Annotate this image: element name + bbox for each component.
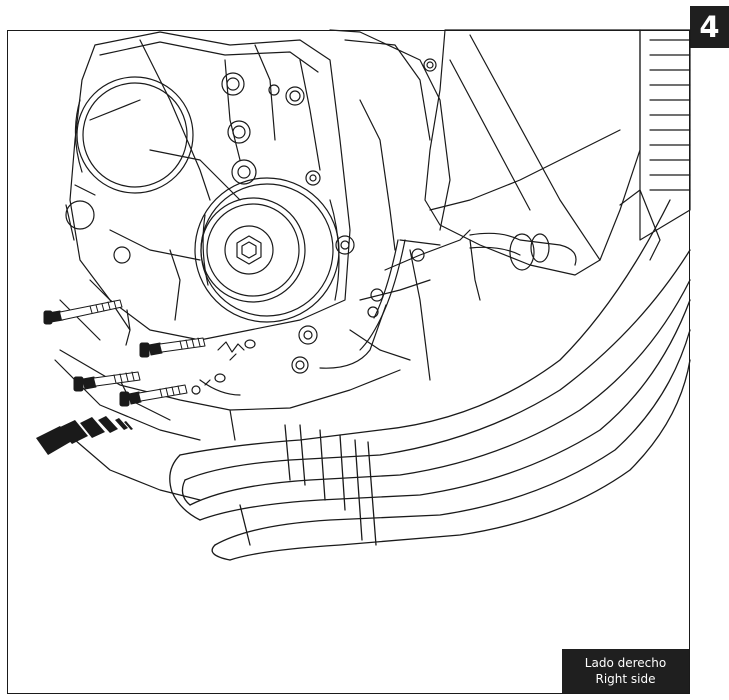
coolant-hose	[469, 232, 577, 271]
side-label: Lado derecho Right side	[562, 649, 689, 693]
oil-filler-cover	[74, 76, 194, 194]
engine-casing	[65, 31, 351, 341]
engine-bosses	[65, 58, 437, 374]
bolt-2	[139, 337, 206, 358]
side-label-english: Right side	[595, 672, 656, 686]
radiator	[619, 29, 691, 261]
lower-engine	[54, 249, 401, 501]
side-label-spanish: Lado derecho	[584, 656, 667, 670]
step-number: 4	[699, 10, 720, 44]
cover-bolts	[298, 235, 384, 345]
step-number-badge: 4	[690, 6, 729, 48]
bolt-holes	[204, 339, 256, 386]
bolt-1	[43, 299, 123, 325]
exhaust-headers	[169, 199, 691, 561]
bolt-3	[73, 371, 141, 392]
direction-arrow-icon	[36, 416, 133, 455]
mounting-bolts	[43, 299, 206, 407]
tank-fairing	[424, 29, 641, 276]
side-cover	[194, 177, 340, 323]
frame-section	[319, 29, 481, 381]
bolt-4	[119, 384, 188, 407]
